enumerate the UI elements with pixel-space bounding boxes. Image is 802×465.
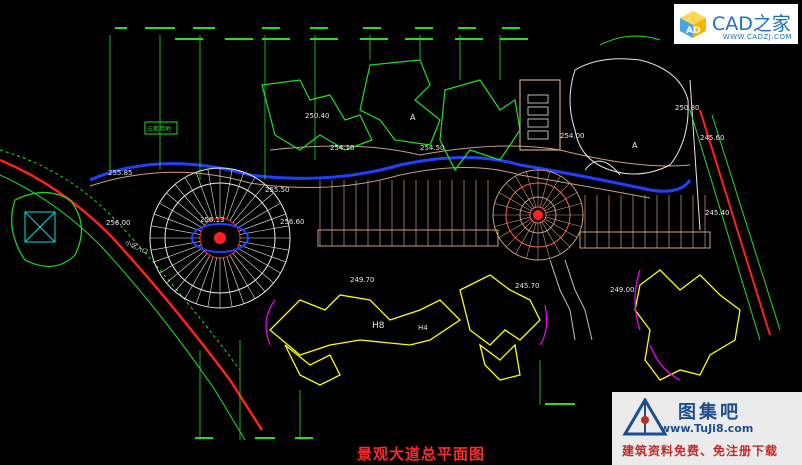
label-a1: A xyxy=(410,113,416,122)
radial-plaza-left xyxy=(149,167,291,309)
buildings-bottom-yellow xyxy=(269,269,741,386)
logo-letters: AD xyxy=(686,26,700,36)
radial-plaza-center xyxy=(492,169,584,261)
cadzj-logo[interactable]: AD CAD之家 WWW.CADZJ.COM xyxy=(674,4,798,44)
elev-12: 249.70 xyxy=(350,276,375,284)
elev-3: 256.13 xyxy=(200,216,225,224)
elevation-labels: 255.85 256.00 256.13 255.50 256.60 254.1… xyxy=(106,104,730,294)
brand-url: www.TuJi8.com xyxy=(660,422,754,435)
road-edge-lines xyxy=(0,79,781,441)
cube-logo-icon: AD xyxy=(678,9,708,39)
elev-2: 256.00 xyxy=(106,219,131,227)
zone-labels: H8 H4 A A xyxy=(372,113,638,332)
leader-lines xyxy=(109,35,541,440)
tree-cluster-left xyxy=(11,191,82,267)
elev-8: 254.00 xyxy=(560,132,585,140)
stepped-walkway xyxy=(549,259,593,341)
label-a2: A xyxy=(632,141,638,150)
label-h8: H8 xyxy=(372,321,385,331)
compass-logo-icon xyxy=(622,398,668,436)
elev-5: 256.60 xyxy=(280,218,305,226)
tuji8-watermark[interactable]: 图集吧 www.TuJi8.com 建筑资料免费、免注册下载 xyxy=(612,392,802,465)
elev-15: 250.80 xyxy=(675,104,700,112)
elev-1: 255.85 xyxy=(108,169,133,177)
label-box: 三期用地 xyxy=(147,125,171,133)
elev-9: 250.40 xyxy=(305,112,330,120)
logo-text: CAD之家 xyxy=(712,13,791,35)
drawing-title: 景观大道总平面图 xyxy=(357,445,486,463)
elev-6: 254.10 xyxy=(330,144,355,152)
elev-4: 255.50 xyxy=(265,186,290,194)
building-outline-magenta xyxy=(265,269,681,381)
pergola-grid xyxy=(317,94,711,249)
elev-7: 254.50 xyxy=(420,144,445,152)
elev-10: 245.60 xyxy=(700,134,725,142)
elev-11: 245.40 xyxy=(705,209,730,217)
tree-cluster-right xyxy=(569,35,689,176)
label-h4: H4 xyxy=(418,324,428,332)
brand-name: 图集吧 xyxy=(678,402,741,423)
elev-14: 249.00 xyxy=(610,286,635,294)
phase-three-box: 三期用地 xyxy=(144,121,178,135)
logo-url: WWW.CADZJ.COM xyxy=(722,33,792,41)
elev-13: 245.70 xyxy=(515,282,540,290)
buildings-top-green xyxy=(261,59,561,172)
leader-bars xyxy=(115,27,575,439)
brand-slogan: 建筑资料免费、免注册下载 xyxy=(622,444,779,458)
